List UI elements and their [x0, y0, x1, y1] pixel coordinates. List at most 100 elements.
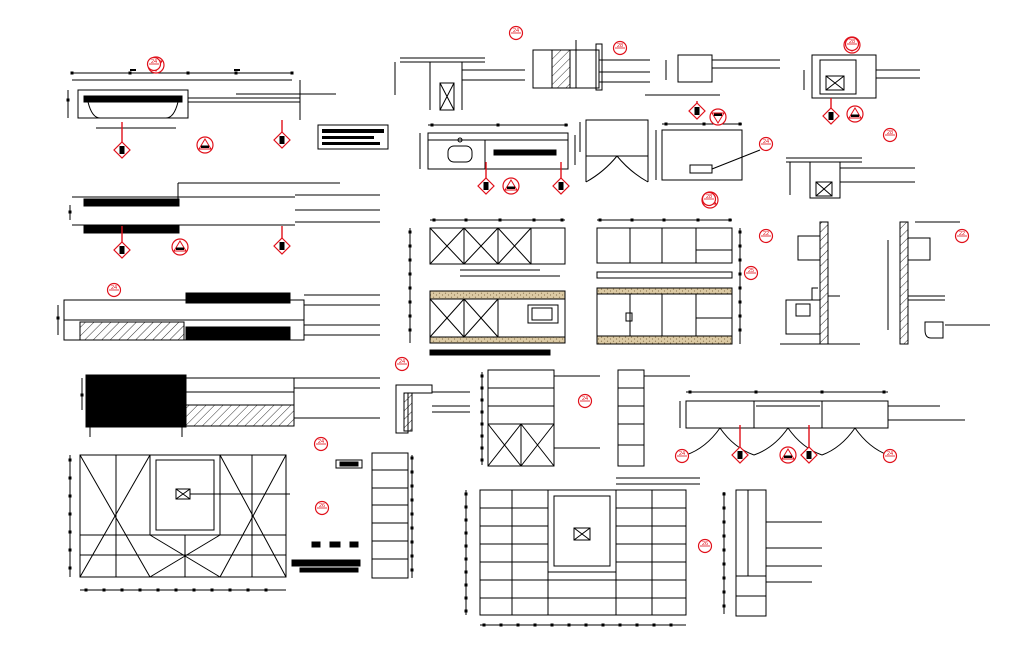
- callout-label: 28: [887, 130, 893, 136]
- elevation-marker: [709, 108, 727, 126]
- dimension-tick: [102, 588, 106, 592]
- dimension-tick: [408, 272, 412, 276]
- counter-section-hatched: [57, 292, 380, 341]
- dimension-tick: [532, 218, 536, 222]
- counter-front-elevation: [81, 374, 380, 437]
- dimension-tick: [464, 609, 468, 613]
- dimension-tick: [464, 531, 468, 535]
- dimension-tick: [480, 374, 484, 378]
- dimension-tick: [567, 623, 571, 627]
- dimension-tick: [480, 386, 484, 390]
- callout-label: 28: [617, 43, 623, 49]
- dimension-tick: [84, 588, 88, 592]
- tall-cabinet-elevation: [481, 369, 600, 467]
- dimension-tick: [234, 71, 238, 75]
- dimension-tick: [702, 122, 706, 126]
- callout-bubble: 24: [106, 282, 122, 298]
- dimension-tick: [246, 588, 250, 592]
- dimension-tick: [228, 588, 232, 592]
- dimension-tick: [499, 623, 503, 627]
- dimension-tick: [156, 588, 160, 592]
- dimension-tick: [480, 410, 484, 414]
- dimension-tick: [70, 71, 74, 75]
- callout-label: 24: [318, 439, 324, 445]
- cabinet-section-right: [786, 157, 915, 199]
- callout-label: 24: [679, 451, 685, 457]
- sink-wall-section: [780, 221, 860, 345]
- dimension-tick: [738, 122, 742, 126]
- dimension-tick: [480, 434, 484, 438]
- callout-bubble: 24: [508, 25, 524, 41]
- dimension-tick: [738, 286, 742, 290]
- dimension-tick: [408, 286, 412, 290]
- dimension-tick: [688, 390, 692, 394]
- callout-bubble: 24: [882, 448, 898, 464]
- dimension-tick: [564, 123, 568, 127]
- kitchen-elevation-main: [409, 219, 566, 356]
- counter-side-section-top: [394, 57, 525, 111]
- section-cut-marker: [731, 425, 749, 464]
- callout-label: 22: [959, 231, 965, 237]
- dimension-tick: [68, 548, 72, 552]
- counter-bracket-detail: [395, 384, 470, 434]
- dimension-tick: [696, 218, 700, 222]
- dimension-tick: [480, 458, 484, 462]
- cabinet-elevation-lower-right: [723, 489, 822, 617]
- callout-bubble: 24: [146, 56, 162, 72]
- dimension-tick: [498, 218, 502, 222]
- section-cut-marker: [552, 162, 570, 195]
- dimension-tick: [410, 568, 414, 572]
- counter-detail-center-right: [655, 123, 761, 181]
- dimension-tick: [618, 623, 622, 627]
- dimension-tick: [738, 328, 742, 332]
- sink-counter-plan: [419, 124, 576, 170]
- dimension-tick: [410, 498, 414, 502]
- section-cut-marker: [113, 226, 131, 259]
- callout-bubble: 28: [701, 191, 717, 207]
- dimension-tick: [410, 540, 414, 544]
- section-cut-marker: [273, 226, 291, 255]
- callout-label: 26: [702, 541, 708, 547]
- dimension-tick: [635, 623, 639, 627]
- dimension-tick: [120, 588, 124, 592]
- dimension-tick: [464, 557, 468, 561]
- dimension-tick: [290, 71, 294, 75]
- callout-bubble: 28: [844, 36, 860, 52]
- dimension-tick: [68, 512, 72, 516]
- dimension-tick: [496, 123, 500, 127]
- callout-bubble: 28: [612, 40, 628, 56]
- dimension-tick: [601, 623, 605, 627]
- dimension-tick: [410, 470, 414, 474]
- callout-label: 24: [513, 28, 519, 34]
- dimension-tick: [410, 526, 414, 530]
- dimension-tick: [430, 123, 434, 127]
- dimension-tick: [662, 218, 666, 222]
- kitchen-elevation-secondary: [596, 219, 741, 345]
- callout-bubble: 22: [758, 228, 774, 244]
- dimension-tick: [68, 458, 72, 462]
- dimension-tick: [598, 218, 602, 222]
- dimension-tick: [728, 218, 732, 222]
- dimension-tick: [722, 492, 726, 496]
- legend-box: [317, 124, 389, 150]
- dimension-tick: [738, 244, 742, 248]
- dimension-tick: [464, 544, 468, 548]
- dimension-tick: [722, 562, 726, 566]
- dimension-tick: [584, 623, 588, 627]
- elevation-marker: [171, 238, 189, 256]
- callout-label: 24: [887, 451, 893, 457]
- cabinet-plan-top-right: [803, 54, 920, 99]
- dimension-tick: [408, 314, 412, 318]
- dimension-tick: [464, 218, 468, 222]
- callout-label: 25: [748, 268, 754, 274]
- dimension-tick: [408, 258, 412, 262]
- callout-label: 24: [399, 359, 405, 365]
- dimension-tick: [408, 244, 412, 248]
- dimension-tick: [820, 390, 824, 394]
- callout-bubble: 28: [882, 127, 898, 143]
- callout-bubble: 22: [954, 228, 970, 244]
- callout-label: 24: [111, 285, 117, 291]
- dimension-tick: [722, 590, 726, 594]
